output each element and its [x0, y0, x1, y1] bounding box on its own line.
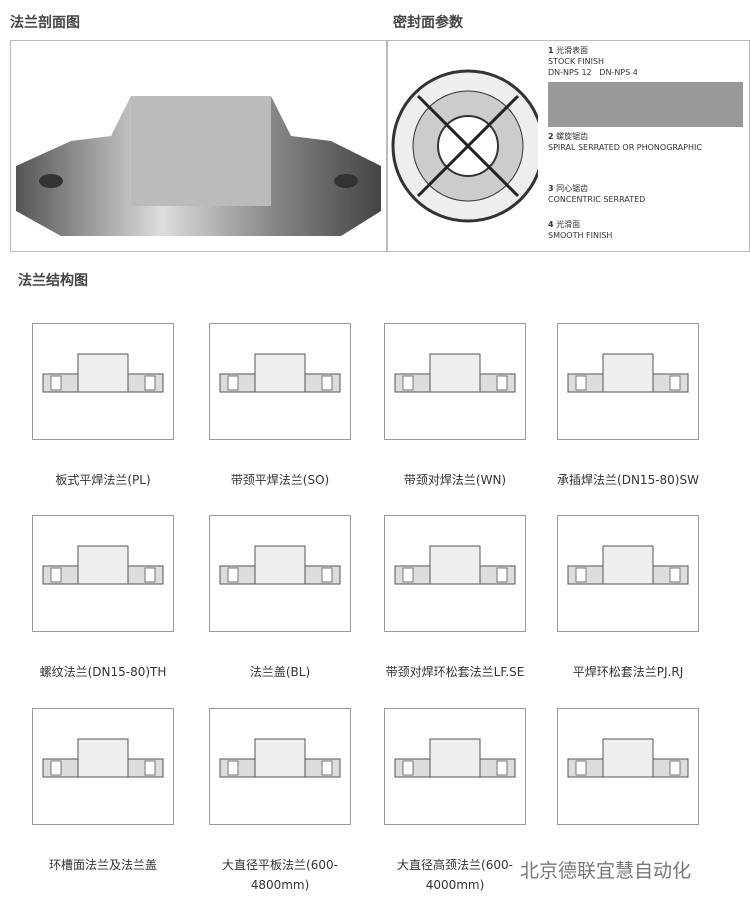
- flange-item: 螺纹法兰(DN15-80)TH: [28, 515, 178, 682]
- flange-drawing: [557, 323, 699, 440]
- flange-drawing: [557, 708, 699, 825]
- flange-label: 螺纹法兰(DN15-80)TH: [39, 665, 167, 679]
- flange-drawing: [557, 515, 699, 632]
- flange-drawing: [384, 323, 526, 440]
- flange-drawing: [32, 515, 174, 632]
- flange-item: 带颈对焊环松套法兰LF.SE: [380, 515, 530, 682]
- flange-item: 法兰盖(BL): [205, 515, 355, 682]
- flange-item: [553, 708, 703, 855]
- flange-label: 带颈对焊环松套法兰LF.SE: [385, 665, 525, 679]
- flange-item: 带颈对焊法兰(WN): [380, 323, 530, 490]
- flange-item: 承插焊法兰(DN15-80)SW: [553, 323, 703, 490]
- flange-label: 法兰盖(BL): [249, 665, 311, 679]
- flange-drawing: [209, 515, 351, 632]
- flange-label: 大直径高颈法兰(600-4000mm): [397, 858, 513, 892]
- flange-drawing: [384, 708, 526, 825]
- flange-item: 大直径平板法兰(600-4800mm): [205, 708, 355, 895]
- flange-item: 板式平焊法兰(PL): [28, 323, 178, 490]
- flange-label: 平焊环松套法兰PJ.RJ: [572, 665, 684, 679]
- flange-drawing: [384, 515, 526, 632]
- flange-label: 带颈对焊法兰(WN): [403, 473, 507, 487]
- structure-heading: 法兰结构图: [18, 273, 88, 289]
- watermark: 北京德联宜慧自动化: [520, 860, 692, 882]
- flange-label: 承插焊法兰(DN15-80)SW: [557, 473, 699, 487]
- flange-label: 板式平焊法兰(PL): [55, 473, 151, 487]
- flange-label: 大直径平板法兰(600-4800mm): [222, 858, 338, 892]
- seal-heading: 密封面参数: [393, 15, 463, 31]
- flange-label: 带颈平焊法兰(SO): [230, 473, 330, 487]
- flange-drawing: [32, 708, 174, 825]
- flange-section-image: [10, 40, 387, 252]
- flange-item: 环槽面法兰及法兰盖: [28, 708, 178, 875]
- flange-item: 大直径高颈法兰(600-4000mm): [380, 708, 530, 895]
- flange-item: 带颈平焊法兰(SO): [205, 323, 355, 490]
- flange-item: 平焊环松套法兰PJ.RJ: [553, 515, 703, 682]
- flange-label: 环槽面法兰及法兰盖: [48, 858, 157, 872]
- flange-drawing: [209, 708, 351, 825]
- section-heading: 法兰剖面图: [10, 15, 80, 31]
- flange-drawing: [32, 323, 174, 440]
- flange-drawing: [209, 323, 351, 440]
